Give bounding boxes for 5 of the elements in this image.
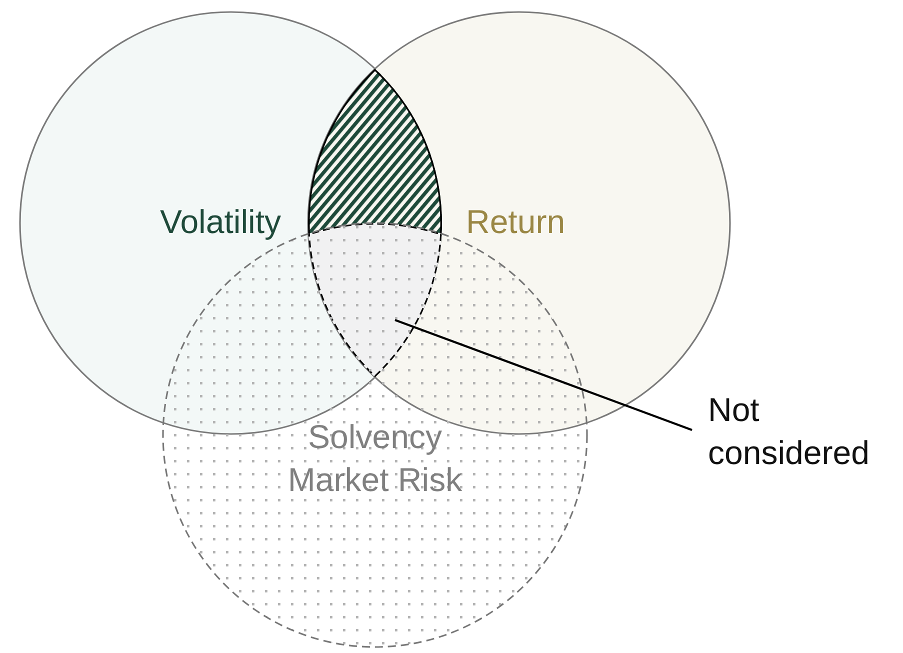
circle-label: Solvency Market Risk — [286, 417, 464, 500]
leader-line — [394, 318, 692, 432]
annotation-text: Not considered — [708, 390, 870, 473]
circle-label: Return — [466, 202, 566, 242]
circle-label: Volatility — [160, 202, 282, 242]
